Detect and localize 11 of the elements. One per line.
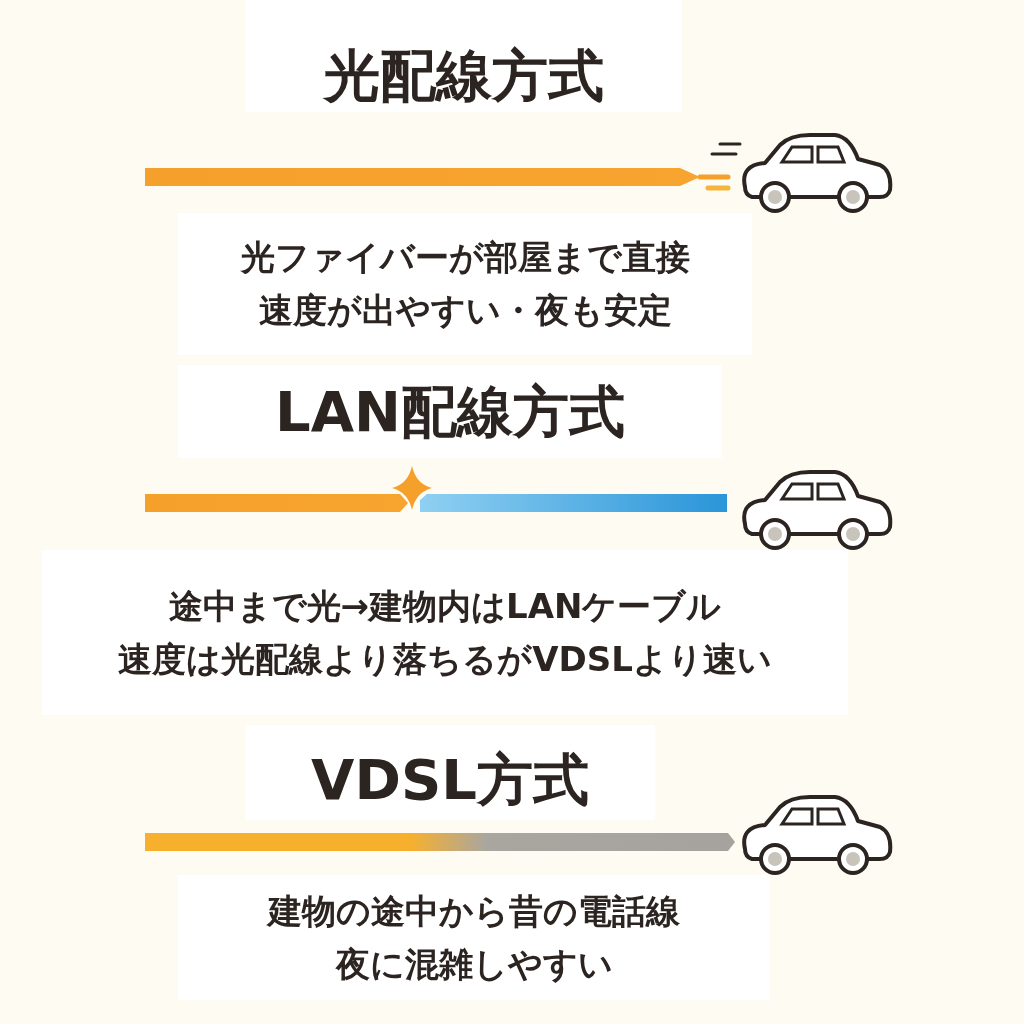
description-box [42,550,848,715]
description-text: 速度は光配線より落ちるがVDSLより速い [118,637,772,681]
description-box [178,875,770,1000]
description-text: 夜に混雑しやすい [335,942,613,986]
title-text: 光配線方式 [323,45,604,107]
description-text: 建物の途中から昔の電話線 [268,889,680,933]
title-text: LAN配線方式 [275,380,625,443]
description-text: 光ファイバーが部屋まで直接 [240,236,690,280]
description-text: 途中まで光→建物内はLANケーブル [168,584,722,628]
description-text: 速度が出やすい・夜も安定 [258,289,672,332]
title-text: VDSL方式 [311,748,589,811]
